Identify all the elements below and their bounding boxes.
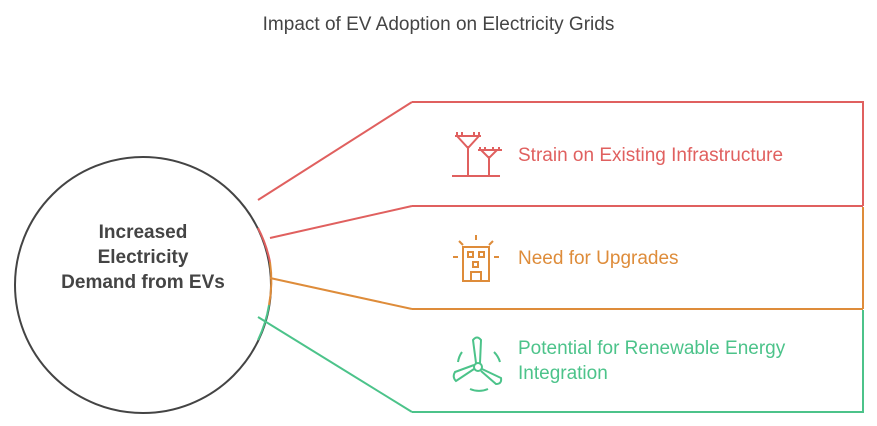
connector-red-bottom (269, 205, 413, 239)
item-renewable-label: Potential for Renewable Energy Integrati… (518, 336, 785, 386)
item-strain-label: Strain on Existing Infrastructure (518, 145, 784, 166)
item-renewable-line-1: Potential for Renewable Energy (518, 338, 786, 359)
diagram-title: Impact of EV Adoption on Electricity Gri… (262, 14, 615, 35)
power-line-icon (452, 132, 502, 177)
connector-orange (269, 277, 413, 310)
arc-orange (268, 261, 273, 306)
arc-green (257, 304, 270, 341)
item-renewable-line-2: Integration (518, 363, 608, 384)
center-line-1: Increased (98, 222, 188, 243)
center-line-2: Electricity (97, 247, 189, 268)
arc-red (257, 227, 271, 263)
panel-red (412, 101, 864, 206)
wind-turbine-icon (452, 336, 503, 392)
building-icon (453, 235, 499, 282)
center-label: Increased Electricity Demand from EVs (30, 220, 256, 295)
connector-green (257, 316, 413, 413)
connector-red-top (257, 101, 413, 201)
center-line-3: Demand from EVs (61, 272, 225, 293)
item-upgrades-label: Need for Upgrades (518, 248, 679, 269)
panel-green (412, 310, 864, 413)
